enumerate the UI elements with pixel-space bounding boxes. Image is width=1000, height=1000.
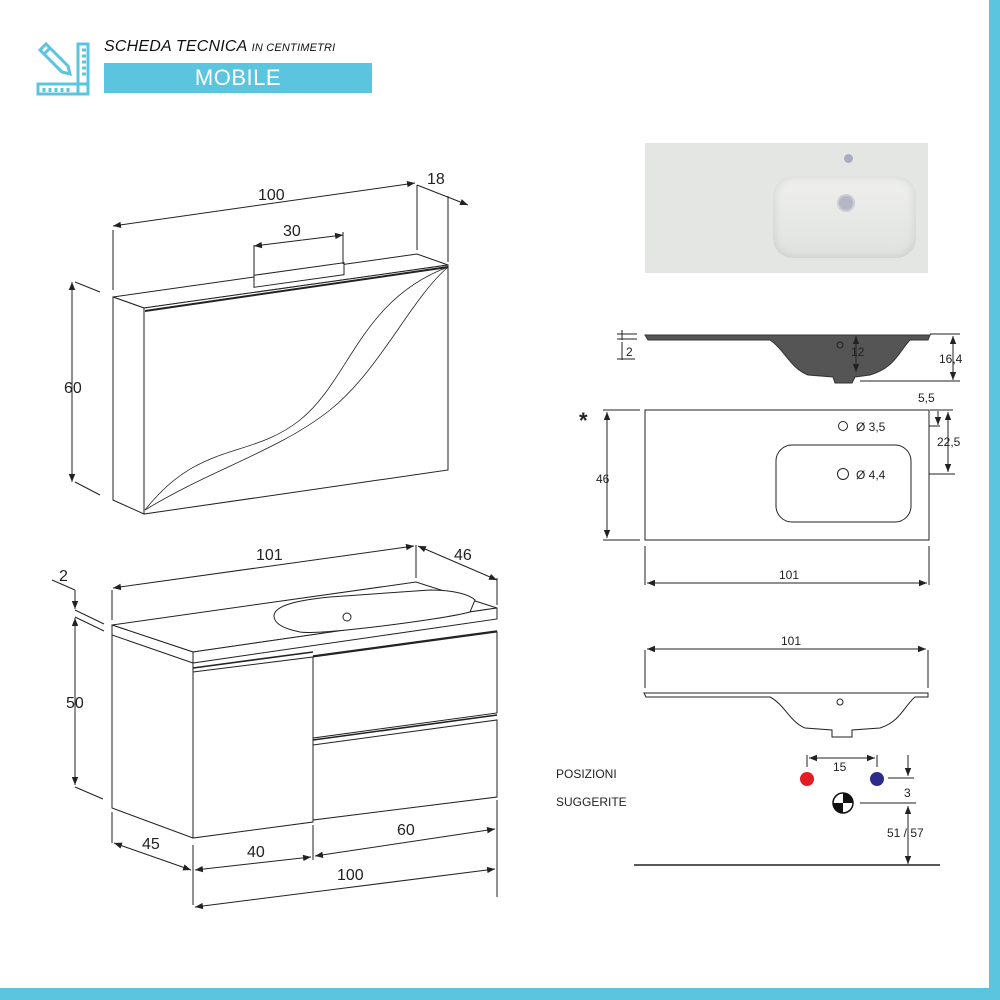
mirror-cabinet-drawing: [68, 180, 469, 515]
bowl-depth-label: 12: [851, 345, 865, 359]
section-bar: MOBILE: [104, 63, 372, 93]
top-width-label: 101: [256, 547, 283, 564]
top-depth-label: 46: [454, 547, 472, 564]
total-height-label: 16,4: [939, 352, 963, 366]
cabinet-width-label: 100: [337, 867, 364, 884]
drain-position-icon: [832, 792, 854, 814]
plan-width-label: 101: [779, 568, 799, 582]
positions-label-1: POSIZIONI: [556, 767, 617, 781]
mirror-width-label: 100: [258, 187, 285, 204]
hot-water-icon: [800, 772, 814, 786]
tap-offset-label: 5,5: [918, 391, 935, 405]
note-marker: *: [579, 408, 588, 433]
bottom-border: [0, 988, 1000, 1000]
drain-hole: [839, 196, 853, 210]
tap-hole-label: Ø 3,5: [856, 420, 886, 434]
cold-water-icon: [870, 772, 884, 786]
basin-section-drawing: [617, 330, 960, 384]
vanity-height-label: 50: [66, 695, 84, 712]
front-view-drawing: [634, 645, 940, 866]
basin-plan-drawing: [603, 409, 955, 587]
tap-spacing-label: 15: [833, 760, 847, 774]
rim-thickness-label: 2: [626, 345, 633, 359]
door-width-label: 40: [247, 844, 265, 861]
tap-hole: [844, 154, 853, 163]
front-width-label: 101: [781, 634, 801, 648]
drawers-width-label: 60: [397, 822, 415, 839]
mirror-height-label: 60: [64, 380, 82, 397]
basin-bowl: [773, 176, 916, 258]
vertical-gap-label: 3: [904, 786, 911, 800]
height-from-floor-label: 51 / 57: [887, 826, 924, 840]
drain-hole-label: Ø 4,4: [856, 468, 886, 482]
title-text: SCHEDA TECNICA: [104, 38, 248, 55]
right-border: [989, 0, 1000, 1000]
basin-photo: [645, 143, 928, 273]
mirror-depth-label: 18: [427, 171, 445, 188]
ruler-pencil-icon: [34, 40, 94, 98]
lamp-width-label: 30: [283, 223, 301, 240]
plan-depth-label: 46: [596, 472, 610, 486]
unit-text: IN CENTIMETRI: [251, 42, 336, 54]
vanity-drawing: [51, 543, 498, 910]
drain-offset-label: 22,5: [937, 435, 961, 449]
top-thickness-label: 2: [59, 568, 68, 585]
positions-label-2: SUGGERITE: [556, 795, 627, 809]
cabinet-depth-label: 45: [142, 836, 160, 853]
